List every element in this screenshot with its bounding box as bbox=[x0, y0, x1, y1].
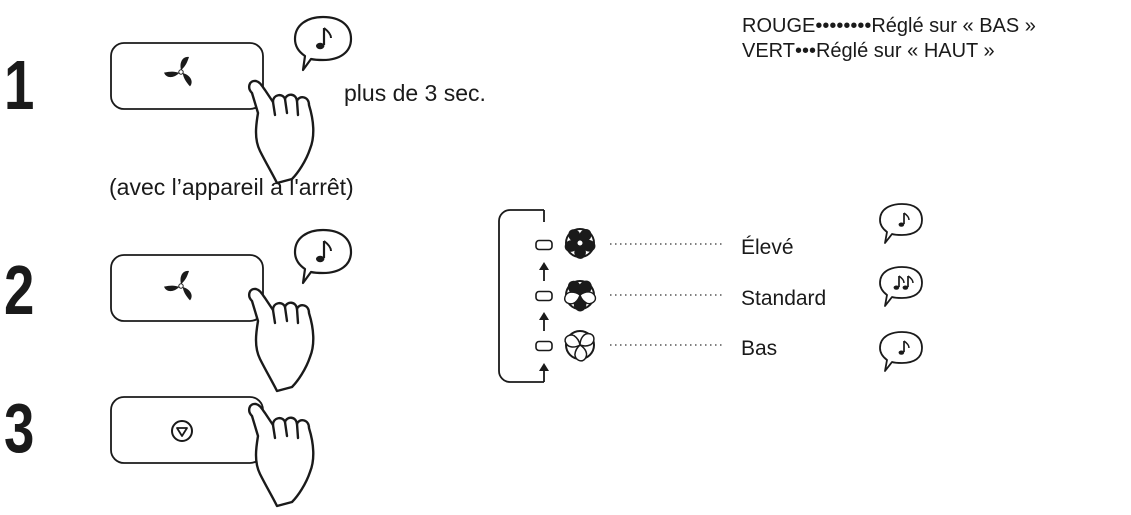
fan-high-icon bbox=[562, 227, 597, 262]
step-number-2: 2 bbox=[4, 251, 35, 329]
led-indicator-low bbox=[535, 340, 553, 352]
fan-low-icon bbox=[563, 330, 597, 364]
pressing-hand-icon bbox=[248, 79, 315, 185]
step-3-button[interactable] bbox=[110, 396, 264, 464]
legend-red: ROUGE••••••••Réglé sur « BAS » bbox=[742, 15, 1036, 37]
beep-bubble-standard bbox=[879, 266, 923, 307]
step-number-3: 3 bbox=[4, 389, 35, 467]
fan-level-label-standard: Standard bbox=[741, 287, 827, 310]
up-arrow-icon bbox=[538, 362, 550, 383]
fan-medium-icon bbox=[561, 279, 598, 314]
step-2-button[interactable] bbox=[110, 254, 264, 322]
led-indicator-standard bbox=[535, 290, 553, 302]
up-arrow-icon bbox=[538, 311, 550, 332]
cycle-bracket bbox=[498, 209, 544, 383]
led-indicator-high bbox=[535, 239, 553, 251]
fan-level-label-high: Élevé bbox=[741, 236, 794, 259]
legend-green: VERT•••Réglé sur « HAUT » bbox=[742, 40, 995, 62]
pressing-hand-icon bbox=[248, 287, 315, 393]
stop-icon bbox=[171, 420, 193, 442]
off-state-note: (avec l’appareil à l'arrêt) bbox=[109, 174, 354, 200]
beep-bubble-high bbox=[879, 203, 923, 244]
step-number-1: 1 bbox=[4, 46, 35, 124]
fan-level-label-low: Bas bbox=[741, 337, 778, 360]
pressing-hand-icon bbox=[248, 402, 315, 508]
up-arrow-icon bbox=[538, 261, 550, 282]
beep-bubble-2 bbox=[293, 228, 353, 285]
beep-bubble-low bbox=[879, 331, 923, 372]
duration-text: plus de 3 sec. bbox=[344, 80, 486, 106]
beep-bubble-1 bbox=[293, 15, 353, 72]
